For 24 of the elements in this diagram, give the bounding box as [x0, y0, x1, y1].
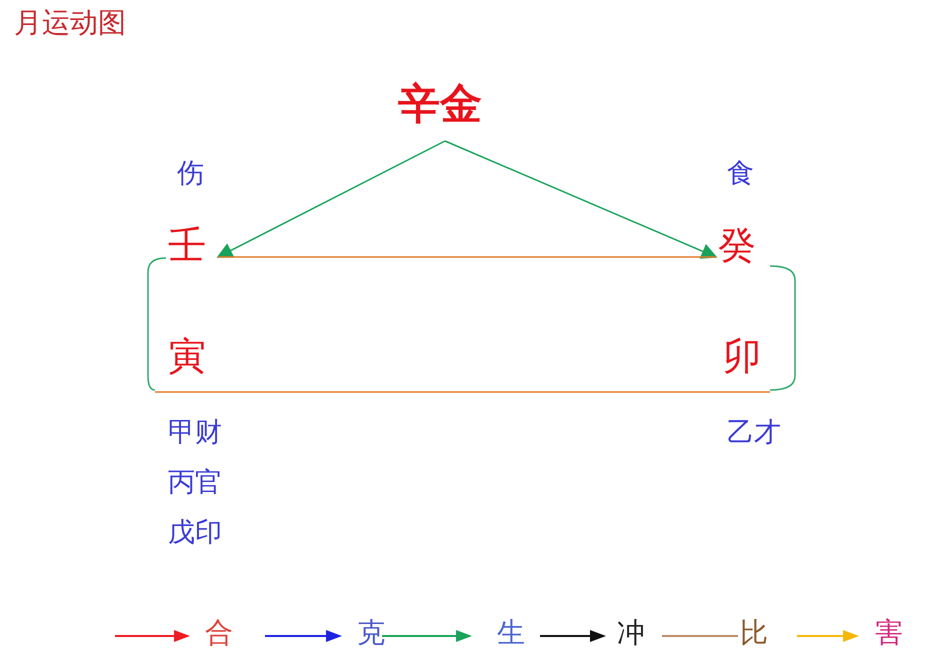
legend-label: 比 [740, 619, 768, 647]
connector-line [155, 391, 770, 393]
side-label: 伤 [177, 160, 204, 187]
connector-line [147, 257, 166, 391]
character-label: 寅 [168, 334, 206, 378]
connector-line [218, 256, 716, 258]
side-label: 食 [727, 160, 754, 187]
legend-label: 害 [875, 619, 903, 647]
legend-label: 克 [357, 619, 385, 647]
side-label: 戊印 [168, 519, 222, 546]
character-label: 壬 [168, 223, 206, 267]
character-label: 卯 [723, 334, 761, 378]
side-label: 丙官 [168, 469, 222, 496]
character-label: 辛金 [398, 79, 482, 128]
arrow [444, 140, 718, 259]
legend-label: 合 [205, 619, 233, 647]
side-label: 乙才 [727, 419, 781, 446]
title: 月运动图 [14, 5, 126, 41]
character-label: 癸 [718, 223, 756, 267]
legend-label: 生 [497, 619, 525, 647]
side-label: 甲财 [168, 419, 222, 446]
connector-line [770, 265, 796, 391]
arrow [216, 140, 446, 258]
legend-label: 冲 [617, 619, 645, 647]
